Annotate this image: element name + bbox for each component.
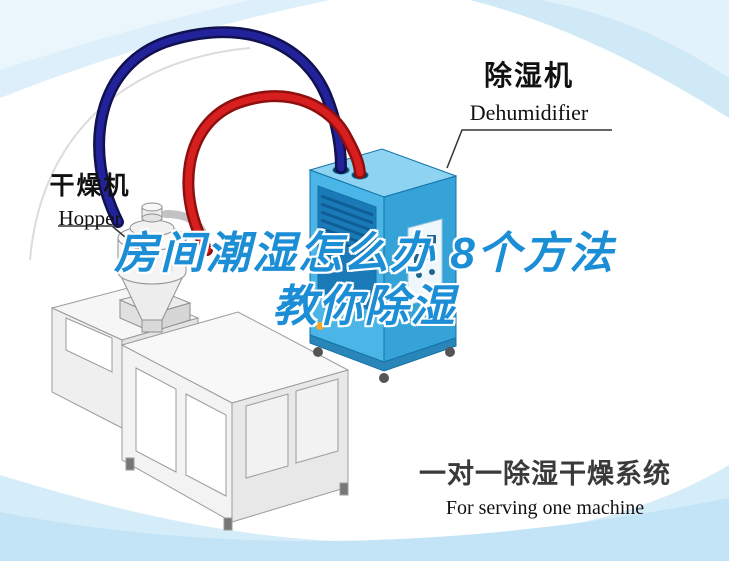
system-caption: 一对一除湿干燥系统 For serving one machine	[392, 452, 698, 520]
headline-line-1: 房间潮湿怎么办 8个方法	[114, 229, 615, 278]
dehumidifier-base	[309, 334, 457, 372]
dehumidifier-label: 除湿机 Dehumidifier	[443, 54, 615, 126]
caster-wheels	[313, 347, 455, 383]
system-caption-en: For serving one machine	[445, 497, 645, 519]
hopper-label-zh: 干燥机	[49, 172, 131, 200]
vent-louvers	[320, 194, 374, 257]
system-caption-zh: 一对一除湿干燥系统	[419, 459, 671, 489]
yellow-indicator	[432, 302, 440, 310]
dehumidifier-pointer-line	[446, 129, 612, 169]
hopper-label: 干燥机 Hopper	[28, 166, 152, 231]
dehumidifier-label-zh: 除湿机	[483, 60, 574, 91]
hopper-pointer-line	[58, 225, 151, 259]
headline-line-2: 教你除湿	[272, 281, 457, 331]
control-panel-buttons	[414, 235, 436, 278]
hopper-label-en: Hopper	[58, 206, 122, 230]
orange-badge	[316, 322, 324, 330]
label-pointer-lines	[58, 129, 612, 259]
hopper-dryer	[117, 202, 211, 333]
red-air-hose	[182, 90, 366, 256]
headline-overlay: 房间潮湿怎么办 8个方法 教你除湿	[0, 228, 729, 334]
dehumidifier-label-en: Dehumidifier	[469, 100, 589, 125]
